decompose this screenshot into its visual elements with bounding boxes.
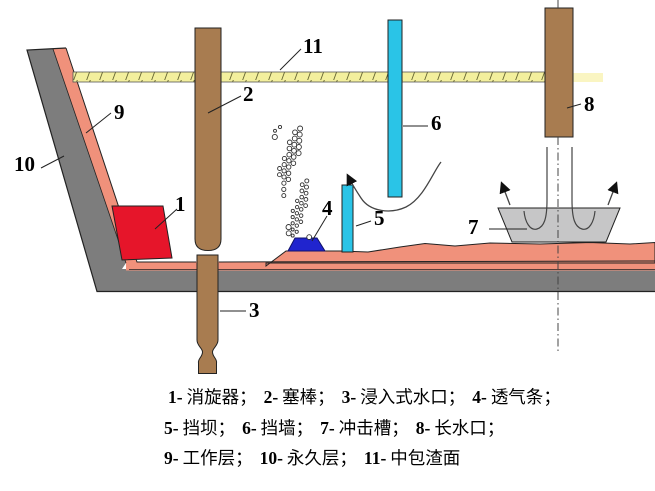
legend-item-number: 9- [164,448,179,468]
working-layer-bottom [126,261,655,271]
legend-item-number: 3- [341,387,357,407]
legend-separator: ； [235,448,253,468]
callout-label-11: 11 [303,34,323,58]
legend-separator: ； [486,418,505,438]
legend-item-label: 冲击槽 [338,418,392,438]
stopper-rod [194,27,222,252]
legend-item-label: 透气条 [490,387,544,407]
leader-line-5 [355,220,372,227]
leader-line-9 [85,112,112,134]
permanent-layer-bottom [97,269,655,292]
stream-flow-lines [523,147,596,230]
legend-item-label: 长水口 [434,418,487,438]
legend-line-2: 5-挡坝；6-挡墙；7-冲击槽；8-长水口； [164,418,511,438]
legend-item-label: 永久层 [286,448,340,468]
recirculation-flow-curve [346,161,442,212]
weir-bar [387,19,403,198]
legend-separator: ； [217,418,236,438]
legend-separator: ； [295,418,314,438]
legend-item-label: 塞棒 [282,387,318,407]
gas-permeable-strip [287,237,326,252]
legend-line-3: 9-工作层；10-永久层；11-中包渣面 [164,448,467,468]
wall-inner-edge [65,47,196,263]
callout-label-3: 3 [249,298,260,322]
legend-item-label: 挡墙 [260,418,296,438]
legend-item-label: 中包渣面 [390,448,461,468]
leader-line-1 [154,208,178,230]
legend-separator: ； [447,387,466,407]
legend-line-1: 1-消旋器；2-塞棒；3-浸入式水口；4-透气条； [168,387,568,407]
vessel-outline [26,47,655,293]
floor-surface-line [218,260,655,263]
swirl-suppressor [111,205,173,261]
gas-bubbles [271,124,313,240]
legend-item-number: 11- [363,448,387,468]
slag-layer-light [573,73,603,82]
callout-label-4: 4 [322,196,333,220]
legend-item-number: 5- [164,418,179,438]
legend-item-label: 消旋器 [186,387,240,407]
callout-label-7: 7 [468,215,479,239]
leader-line-4 [311,215,328,242]
wall-layer-boundary [52,48,127,264]
long-nozzle [544,7,574,138]
submerged-nozzle [196,254,219,374]
callout-label-6: 6 [431,111,442,135]
permanent-layer-wall [27,49,126,292]
callout-label-5: 5 [374,206,385,230]
leader-line-11 [279,48,302,71]
dam-bar [341,184,354,253]
legend-item-number: 8- [415,418,431,438]
flow-arrow-right [607,181,619,206]
callout-label-2: 2 [243,82,254,106]
impact-pad [497,207,621,243]
legend-item-label: 工作层 [182,448,236,468]
legend-item-number: 6- [242,418,257,438]
leader-line-10 [40,155,65,169]
legend-item-number: 10- [259,448,283,468]
callout-label-8: 8 [584,92,595,116]
slag-layer [72,71,603,83]
working-layer-mound [265,241,655,267]
leader-line-2 [207,95,242,114]
legend-separator: ； [339,448,357,468]
leader-lines [40,48,582,312]
callout-label-9: 9 [114,100,125,124]
legend-item-number: 2- [263,387,279,407]
leader-line-8 [566,103,582,109]
legend-item-number: 7- [320,418,335,438]
legend-separator: ； [391,418,409,438]
legend-item-number: 4- [472,387,487,407]
legend-separator: ； [317,387,335,407]
legend-item-label: 浸入式水口 [360,387,448,407]
legend-item-number: 1- [168,387,183,407]
legend-item-label: 挡坝 [182,418,218,438]
callout-label-1: 1 [175,192,186,216]
flow-arrow-left [499,181,511,206]
legend-separator: ； [239,387,257,407]
legend-separator: ； [543,387,561,407]
callout-label-10: 10 [14,152,35,176]
